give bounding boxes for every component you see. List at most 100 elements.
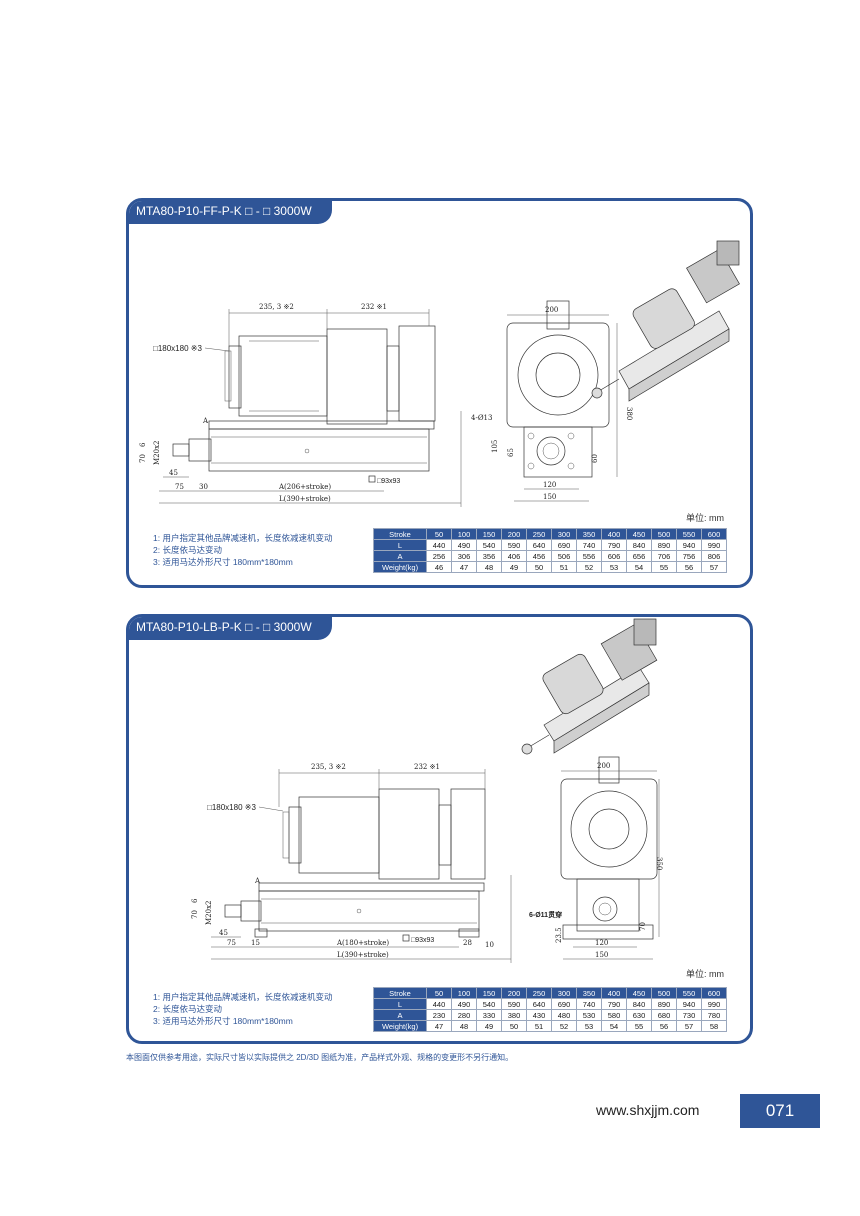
panel-title: MTA80-P10-FF-P-K □ - □ 3000W (129, 201, 332, 224)
table-cell: 790 (601, 539, 627, 551)
table-cell: 600 (701, 528, 727, 540)
table-cell: 55 (651, 561, 677, 573)
unit-label: 单位: mm (686, 969, 724, 979)
dim-70: 70 (191, 910, 199, 919)
table-cell: 740 (576, 998, 602, 1010)
table-cell: 54 (601, 1020, 627, 1032)
dim-235: 235, 3 ※2 (311, 763, 346, 771)
table-cell: 52 (576, 561, 602, 573)
dim-motor: □180x180 ※3 (207, 803, 256, 812)
table-cell: 200 (501, 987, 527, 999)
table-cell: 530 (576, 1009, 602, 1021)
reducer-flange (438, 804, 452, 866)
dim-28: 28 (463, 939, 472, 947)
table-cell: 47 (451, 561, 477, 573)
page-number: 071 (740, 1094, 820, 1128)
table-cell: 730 (676, 1009, 702, 1021)
table-cell: 500 (651, 987, 677, 999)
note-2: 2: 长度依马达变动 (153, 545, 222, 555)
table-cell: 540 (476, 998, 502, 1010)
table-cell: 48 (476, 561, 502, 573)
technical-drawing: 235, 3 ※2 232 ※1 □180x180 ※3 A 70 6 M20x… (139, 240, 740, 507)
table-cell: 690 (551, 539, 577, 551)
dim-65: 65 (507, 448, 515, 457)
rod-end (240, 900, 262, 922)
table-cell: 480 (551, 1009, 577, 1021)
table-cell: 50 (426, 528, 452, 540)
table-cell: 806 (701, 550, 727, 562)
dim-150: 150 (595, 951, 608, 959)
table-cell: 56 (651, 1020, 677, 1032)
table-cell: 256 (426, 550, 452, 562)
dim-200: 200 (597, 762, 610, 770)
dim-150: 150 (543, 493, 556, 501)
table-cell: 450 (626, 987, 652, 999)
table-cell: 406 (501, 550, 527, 562)
table-cell: 506 (551, 550, 577, 562)
table-cell: 52 (551, 1020, 577, 1032)
table-cell: 51 (526, 1020, 552, 1032)
reducer-housing (326, 328, 388, 425)
table-cell: L (373, 539, 427, 551)
table-cell: 300 (551, 987, 577, 999)
table-cell: 50 (501, 1020, 527, 1032)
table-cell: 600 (701, 987, 727, 999)
table-cell: 450 (626, 528, 652, 540)
table-cell: 430 (526, 1009, 552, 1021)
dim-70b: 70 (639, 922, 647, 931)
dim-holes: 4-Ø13 (471, 414, 492, 422)
table-cell: 49 (476, 1020, 502, 1032)
table-cell: 55 (626, 1020, 652, 1032)
table-cell: 456 (526, 550, 552, 562)
table-cell: 790 (601, 998, 627, 1010)
mount-plate (450, 788, 486, 880)
reducer-flange (386, 345, 400, 412)
table-cell: A (373, 550, 427, 562)
table-cell: 580 (601, 1009, 627, 1021)
table-cell: 990 (701, 998, 727, 1010)
dim-380: 380 (625, 407, 633, 420)
table-cell: 706 (651, 550, 677, 562)
table-cell: A (373, 1009, 427, 1021)
table-cell: 46 (426, 561, 452, 573)
table-cell: Stroke (373, 987, 427, 999)
table-cell: 54 (626, 561, 652, 573)
table-cell: 250 (526, 987, 552, 999)
notes: 1: 用户指定其他品牌减速机，长度依减速机变动 2: 长度依马达变动 3: 适用… (153, 532, 332, 568)
table-cell: 230 (426, 1009, 452, 1021)
table-cell: 490 (451, 998, 477, 1010)
table-cell: L (373, 998, 427, 1010)
table-cell: Weight(kg) (373, 1020, 427, 1032)
table-cell: 100 (451, 528, 477, 540)
panel-title: MTA80-P10-LB-P-K □ - □ 3000W (129, 617, 332, 640)
motor-end-cap (228, 345, 242, 409)
table-cell: 690 (551, 998, 577, 1010)
table-cell: 57 (676, 1020, 702, 1032)
dim-70: 70 (139, 454, 147, 463)
table-cell: 100 (451, 987, 477, 999)
dim-square: □93x93 (411, 937, 434, 944)
dim-6: 6 (139, 442, 147, 447)
table-cell: 840 (626, 998, 652, 1010)
table-cell: 740 (576, 539, 602, 551)
table-cell: 840 (626, 539, 652, 551)
dim-a-length: A(206+stroke) (278, 483, 331, 491)
dim-232: 232 ※1 (361, 303, 387, 311)
table-cell: 150 (476, 528, 502, 540)
note-1: 1: 用户指定其他品牌减速机，长度依减速机变动 (153, 533, 333, 543)
spec-panel-lb: MTA80-P10-LB-P-K □ - □ 3000W 235, 3 ※2 2… (126, 614, 753, 1044)
table-cell: 53 (601, 561, 627, 573)
dim-23-5: 23.5 (555, 927, 563, 943)
spec-panel-ff: MTA80-P10-FF-P-K □ - □ 3000W 235, 3 ※2 2… (126, 198, 753, 588)
note-2: 2: 长度依马达变动 (153, 1004, 222, 1014)
actuator-body (258, 890, 480, 932)
dim-holes: 6-Ø11贯穿 (529, 910, 562, 919)
table-cell: 50 (526, 561, 552, 573)
